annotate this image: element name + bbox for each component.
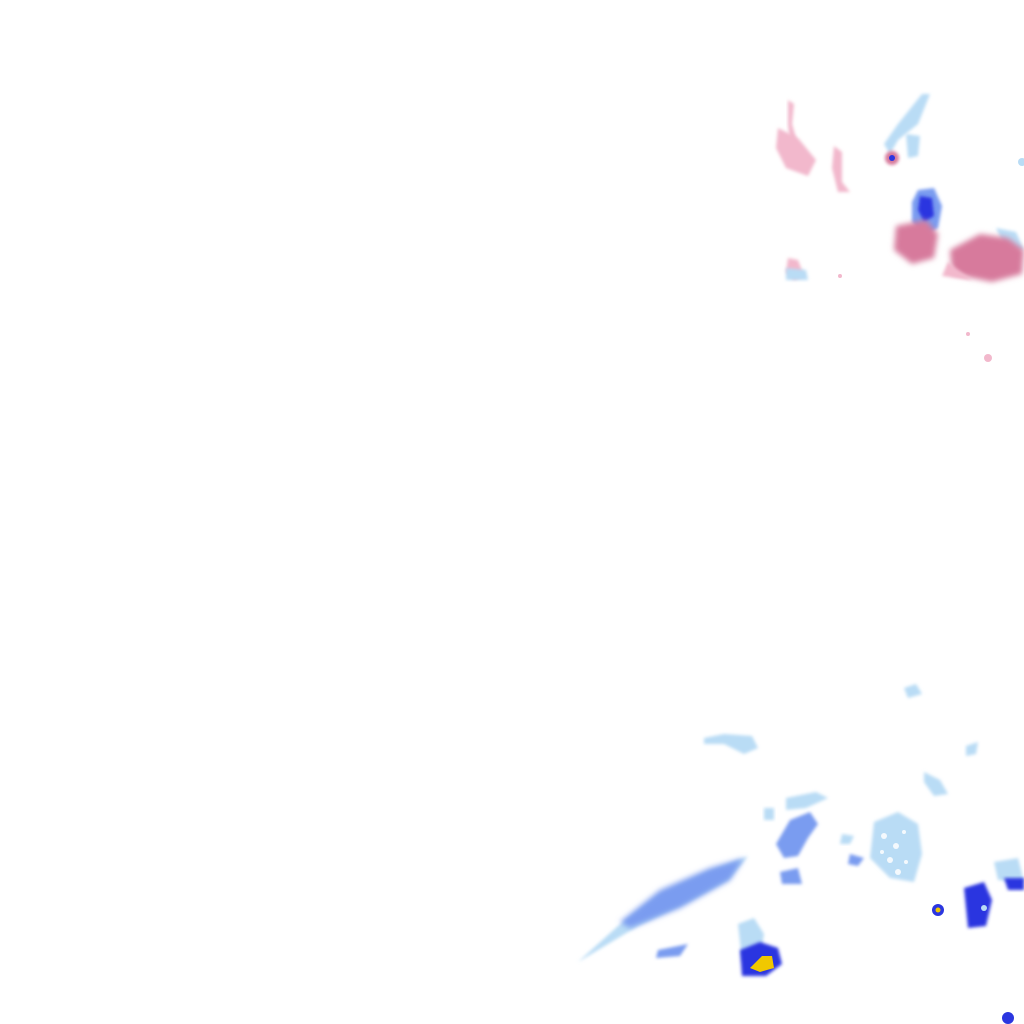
rain-echo-light xyxy=(840,834,854,844)
rain-echo-heavy xyxy=(918,196,934,222)
mixed-echo-moderate xyxy=(950,234,1024,282)
rain-echo-light xyxy=(1018,158,1024,166)
echo-cluster-southeast xyxy=(578,684,1024,1024)
rain-echo-light xyxy=(786,792,828,810)
rain-echo-light xyxy=(786,268,808,280)
rain-echo-heavy xyxy=(1004,878,1024,890)
rain-echo-heavy xyxy=(1002,1012,1014,1024)
echo-cluster-northeast xyxy=(776,94,1024,362)
rain-echo-moderate xyxy=(620,858,744,928)
rain-echo-light xyxy=(906,134,920,158)
rain-echo-moderate xyxy=(848,854,864,866)
mixed-echo-light xyxy=(942,262,972,280)
rain-echo-heavy xyxy=(964,882,992,928)
rain-echo-light xyxy=(904,684,922,698)
rain-echo-light xyxy=(884,94,930,154)
rain-echo-moderate xyxy=(780,868,802,884)
mixed-echo-light xyxy=(984,354,992,362)
rain-echo-light xyxy=(924,772,948,796)
rain-echo-moderate xyxy=(656,944,688,958)
mixed-echo-light xyxy=(838,274,842,278)
rain-echo-moderate xyxy=(776,812,818,858)
rain-echo-very-heavy xyxy=(750,956,774,972)
mixed-echo-light xyxy=(966,332,970,336)
rain-echo-light xyxy=(764,808,774,820)
rain-echo-heavy xyxy=(889,155,895,161)
rain-echo-light xyxy=(704,734,758,754)
rain-echo-light xyxy=(996,228,1024,250)
mixed-echo-light xyxy=(776,128,816,176)
rain-echo-light xyxy=(981,905,987,911)
rain-echo-very-heavy xyxy=(935,907,941,913)
mixed-echo-moderate xyxy=(894,220,938,264)
rain-echo-light xyxy=(994,858,1024,882)
mixed-echo-light xyxy=(832,146,850,192)
rain-echo-light xyxy=(966,742,978,756)
rain-echo-speckle xyxy=(880,830,908,875)
